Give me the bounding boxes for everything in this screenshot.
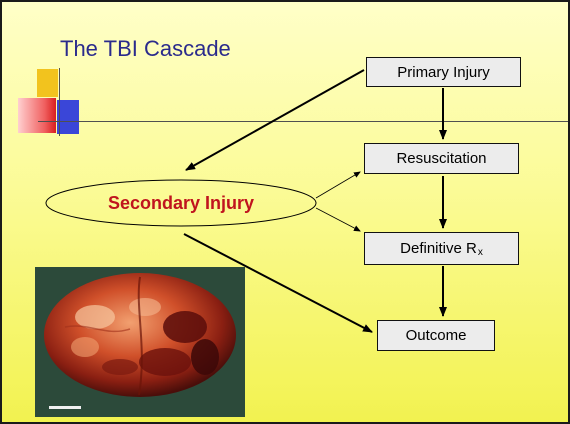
node-definitive-rx-subscript: x xyxy=(478,247,483,258)
arrow-secondary-to-definitive xyxy=(316,208,360,231)
brain-photo-drawing xyxy=(35,267,245,417)
node-secondary-injury-label: Secondary Injury xyxy=(108,193,254,214)
node-primary-injury-label: Primary Injury xyxy=(397,64,490,81)
node-secondary-injury: Secondary Injury xyxy=(46,180,316,226)
node-outcome-label: Outcome xyxy=(406,327,467,344)
arrow-secondary-to-resuscitation xyxy=(316,172,360,198)
brain-photo xyxy=(35,267,245,417)
arrow-primary-to-secondary xyxy=(186,70,364,170)
node-resuscitation-label: Resuscitation xyxy=(396,150,486,167)
node-definitive-rx-label: Definitive R xyxy=(400,240,477,257)
node-resuscitation: Resuscitation xyxy=(364,143,519,174)
node-outcome: Outcome xyxy=(377,320,495,351)
node-primary-injury: Primary Injury xyxy=(366,57,521,87)
